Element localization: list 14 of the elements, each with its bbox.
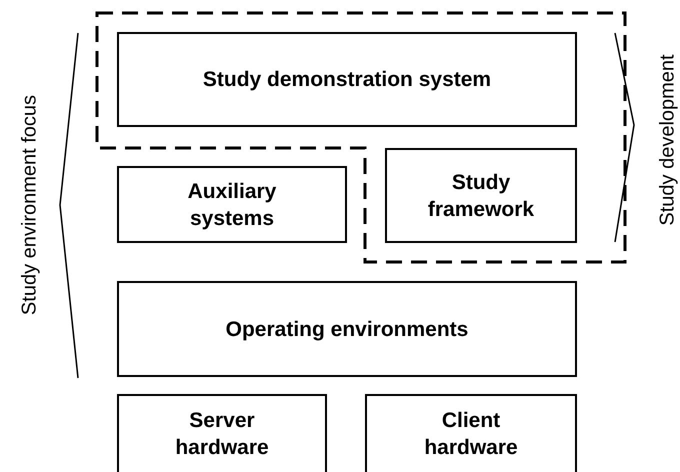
layer-label: Server hardware (174, 408, 270, 461)
layer-label: Study demonstration system (202, 67, 492, 93)
layer-box (117, 394, 327, 472)
layer-box (117, 281, 577, 377)
axis-caption: Study environment focus (18, 94, 42, 316)
layer-box (117, 166, 347, 243)
layer-label: Auxiliary systems (186, 178, 278, 232)
layer-box (365, 394, 577, 472)
layer-label: Operating environments (226, 316, 468, 342)
axis-caption: Study development (656, 54, 680, 226)
layer-box (385, 148, 577, 243)
layer-label: Client hardware (423, 408, 519, 461)
layer-label: Study framework (426, 170, 536, 222)
layer-box (117, 32, 577, 127)
